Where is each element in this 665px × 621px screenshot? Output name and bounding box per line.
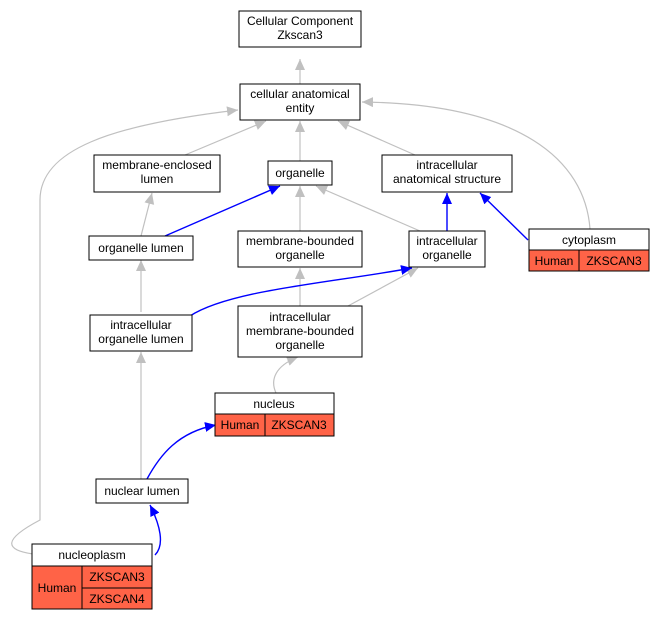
edge-mel-to-cae xyxy=(184,120,267,156)
species-label: Human xyxy=(535,254,574,268)
node-label-line: intracellular xyxy=(416,158,477,172)
node-label-line: membrane-bounded xyxy=(246,234,354,248)
edge-orglum-to-mel xyxy=(140,192,155,237)
node-nucleoplasm[interactable]: nucleoplasm xyxy=(31,543,153,567)
node-label-line: membrane-bounded xyxy=(246,324,354,338)
node-label-line: intracellular xyxy=(110,318,171,332)
node-membrane-bounded-organelle[interactable]: membrane-bounded organelle xyxy=(237,230,363,268)
node-label-line: organelle xyxy=(275,248,325,262)
gene-label: ZKSCAN3 xyxy=(271,418,327,432)
node-label-line: organelle lumen xyxy=(98,332,183,346)
node-label-line: entity xyxy=(286,101,315,115)
edges xyxy=(11,59,591,556)
edge-nucleus-to-imbo xyxy=(273,356,299,394)
species-label: Human xyxy=(38,581,77,595)
node-cellular-component-zkscan3[interactable]: Cellular Component Zkscan3 xyxy=(238,10,362,48)
node-intracellular-organelle-lumen[interactable]: intracellular organelle lumen xyxy=(89,314,193,352)
node-label-line: anatomical structure xyxy=(393,172,501,186)
edge-nl-partof-nucleus xyxy=(146,422,217,480)
gene-label: ZKSCAN3 xyxy=(586,254,642,268)
node-label-line: organelle xyxy=(422,248,472,262)
species-label: Human xyxy=(221,418,260,432)
node-label-line: organelle lumen xyxy=(98,241,183,255)
node-label-line: membrane-enclosed xyxy=(102,158,211,172)
edge-ias-to-cae xyxy=(337,120,416,156)
node-organelle[interactable]: organelle xyxy=(267,160,333,186)
node-label-line: lumen xyxy=(141,172,174,186)
edge-cytoplasm-to-cae xyxy=(361,97,591,230)
node-label-line: nuclear lumen xyxy=(104,484,179,498)
node-membrane-enclosed-lumen[interactable]: membrane-enclosed lumen xyxy=(93,154,221,193)
node-label-line: cytoplasm xyxy=(562,233,616,247)
edge-io-to-org xyxy=(315,185,421,232)
node-intracellular-anatomical-structure[interactable]: intracellular anatomical structure xyxy=(381,154,513,193)
node-label-line: Zkscan3 xyxy=(277,28,323,42)
node-organelle-lumen[interactable]: organelle lumen xyxy=(88,235,194,261)
node-label-line: nucleoplasm xyxy=(58,548,125,562)
edge-cytoplasm-partof-ias xyxy=(479,192,529,241)
node-nucleus[interactable]: nucleus xyxy=(214,392,335,415)
node-intracellular-organelle[interactable]: intracellular organelle xyxy=(408,230,486,268)
node-label-line: cellular anatomical xyxy=(250,87,349,101)
edge-orglum-partof-org xyxy=(164,185,281,237)
node-label-line: nucleus xyxy=(253,397,294,411)
edge-iol-partof-io xyxy=(189,265,413,317)
nucleus-annotation-table: Human ZKSCAN3 xyxy=(214,413,335,437)
node-label-line: intracellular xyxy=(269,310,330,324)
gene-label: ZKSCAN4 xyxy=(89,592,145,606)
gene-label: ZKSCAN3 xyxy=(89,570,145,584)
node-nuclear-lumen[interactable]: nuclear lumen xyxy=(95,478,189,504)
node-label-line: organelle xyxy=(275,166,325,180)
node-intracellular-membrane-bounded-organelle[interactable]: intracellular membrane-bounded organelle xyxy=(237,305,363,358)
node-label-line: intracellular xyxy=(416,234,477,248)
edge-nucleoplasm-to-cae xyxy=(11,106,239,555)
nucleoplasm-annotation-table: Human ZKSCAN3 ZKSCAN4 xyxy=(31,565,153,610)
node-cytoplasm[interactable]: cytoplasm xyxy=(528,228,650,251)
edge-imbo-to-io xyxy=(347,267,419,307)
edge-nucleoplasm-partof-nl xyxy=(149,504,162,556)
node-cellular-anatomical-entity[interactable]: cellular anatomical entity xyxy=(239,83,361,121)
node-label-line: organelle xyxy=(275,338,325,352)
node-label-line: Cellular Component xyxy=(247,14,354,28)
cytoplasm-annotation-table: Human ZKSCAN3 xyxy=(528,249,650,272)
